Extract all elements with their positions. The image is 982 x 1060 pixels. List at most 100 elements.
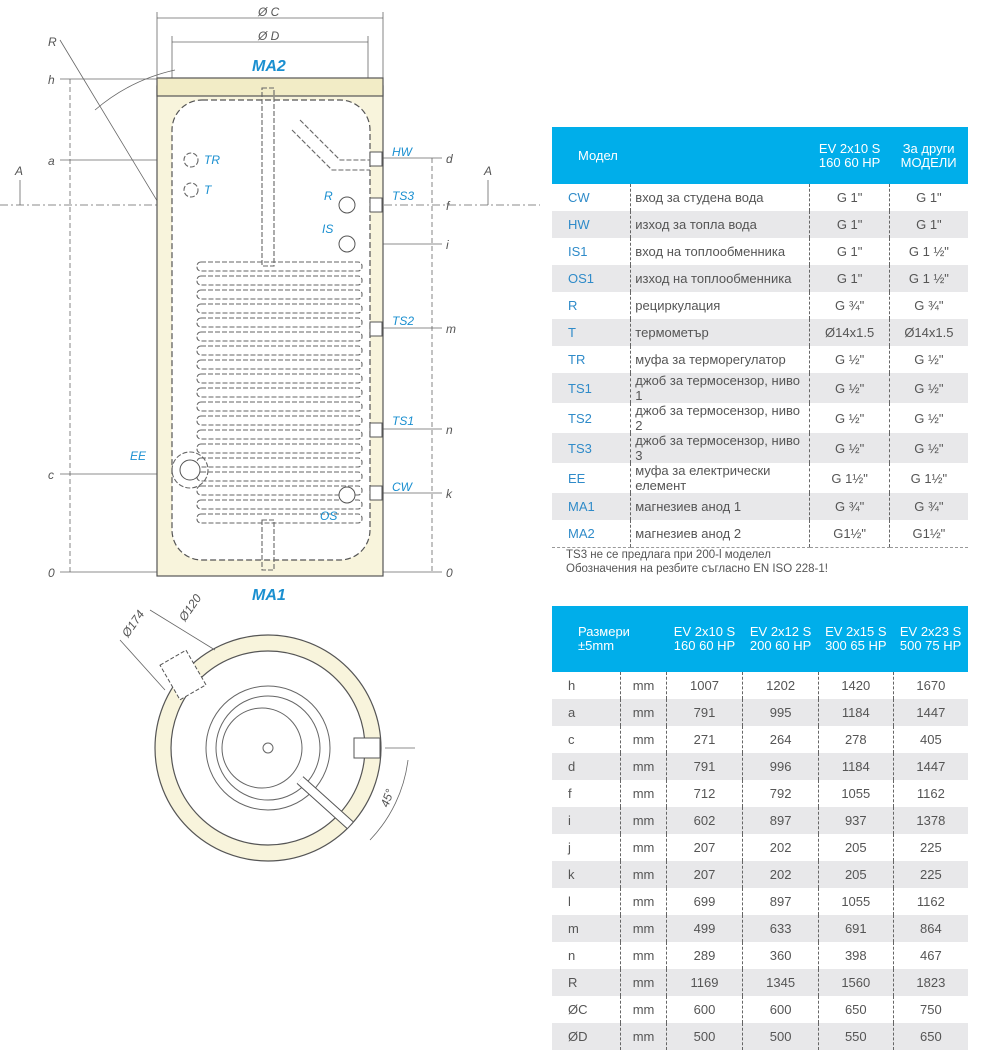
connection-code: TS2 (568, 410, 592, 426)
value-ev-2x23: 1447 (892, 753, 968, 780)
coil-turn (196, 387, 363, 398)
value-ev-2x12: 1345 (742, 969, 819, 996)
value-ev-2x10: 207 (665, 861, 743, 888)
value-ev-2x10: 791 (665, 753, 743, 780)
connection-code: HW (552, 211, 631, 238)
dimension-code: ØD (552, 1023, 621, 1050)
label-os: OS (320, 509, 337, 523)
value-ev-2x23: 750 (892, 996, 968, 1023)
value-other-models: G 1" (888, 211, 968, 238)
dimension-code: n (568, 948, 576, 963)
dimension-code: j (568, 840, 571, 855)
connection-code: T (552, 319, 631, 346)
value-ev-2x15: 398 (817, 942, 894, 969)
value-other-models: G ½" (888, 403, 968, 433)
dim-k: k (446, 487, 453, 501)
value-other-models: G ¾" (888, 292, 968, 319)
connection-description: джоб за термосензор, ниво 1 (630, 373, 810, 403)
coil-turn (196, 359, 363, 370)
dimension-code: c (568, 732, 575, 747)
coil-turn (196, 429, 363, 440)
dimension-code: h (568, 678, 576, 693)
value-ev-2x10: G ½" (809, 403, 890, 433)
coil-turn (196, 499, 363, 510)
value-ev-2x23: 650 (892, 1023, 968, 1050)
value-ev-2x10: 791 (665, 699, 743, 726)
dimension-code: R (552, 969, 621, 996)
value-ev-2x12: 202 (742, 834, 819, 861)
value-other-models: G 1½" (888, 463, 968, 493)
value-ev-2x15: 1184 (817, 753, 894, 780)
label-ma2: MA2 (252, 58, 286, 75)
connection-description: вход на топлообменника (630, 238, 810, 265)
label-ts3: TS3 (392, 189, 414, 203)
connection-code: MA1 (552, 493, 631, 520)
value-ev-2x15: 1560 (817, 969, 894, 996)
value-ev-2x15: 205 (817, 834, 894, 861)
tank-top-view: Ø174 Ø120 45° (118, 591, 415, 862)
dim-0-left: 0 (48, 566, 55, 580)
value-ev-2x15: 691 (817, 915, 894, 942)
unit: mm (620, 1023, 667, 1050)
dim-m: m (446, 322, 456, 336)
value-other-models: G ½" (888, 433, 968, 463)
value-other-models: G ½" (888, 346, 968, 373)
value-ev-2x23: 1162 (892, 888, 968, 915)
dim-a: a (48, 154, 55, 168)
label-ts1: TS1 (392, 414, 414, 428)
value-other-models: G ½" (888, 373, 968, 403)
unit: mm (620, 942, 667, 969)
value-ev-2x23: 405 (892, 726, 968, 753)
value-ev-2x10: G ¾" (809, 292, 890, 319)
value-ev-2x10: G 1" (809, 211, 890, 238)
coil-turn (196, 289, 363, 300)
connections-table: Модел EV 2x10 S 160 60 HP За други МОДЕЛ… (552, 127, 968, 548)
dimension-code: m (552, 915, 621, 942)
coil-turn (196, 303, 363, 314)
header-ev-2x12: EV 2x12 S 200 60 HP (742, 606, 819, 672)
value-ev-2x12: 500 (742, 1023, 819, 1050)
coil-turn (196, 331, 363, 342)
connection-description: вход за студена вода (630, 184, 810, 211)
value-other-models: G ¾" (888, 493, 968, 520)
header-ev-2x23: EV 2x23 S 500 75 HP (893, 606, 968, 672)
value-ev-2x12: 633 (742, 915, 819, 942)
header-other-models: За други МОДЕЛИ (889, 127, 968, 184)
dimension-code: k (552, 861, 621, 888)
notes: TS3 не се предлага при 200-l моделел Обо… (566, 548, 828, 576)
value-ev-2x12: 202 (742, 861, 819, 888)
value-ev-2x15: 1055 (817, 888, 894, 915)
value-ev-2x10: G ½" (809, 373, 890, 403)
value-ev-2x23: 1162 (892, 780, 968, 807)
connection-description: изход за топла вода (630, 211, 810, 238)
unit: mm (620, 753, 667, 780)
dim-n: n (446, 423, 453, 437)
value-other-models: G 1 ½" (888, 238, 968, 265)
value-ev-2x10: 602 (665, 807, 743, 834)
value-ev-2x10: 499 (665, 915, 743, 942)
value-ev-2x10: 271 (665, 726, 743, 753)
value-ev-2x10: 712 (665, 780, 743, 807)
value-ev-2x23: 1447 (892, 699, 968, 726)
connection-description: магнезиев анод 2 (630, 520, 810, 548)
dimension-code: i (552, 807, 621, 834)
dim-i: i (446, 238, 449, 252)
value-ev-2x10: 699 (665, 888, 743, 915)
value-ev-2x12: 1202 (742, 672, 819, 699)
value-ev-2x12: 600 (742, 996, 819, 1023)
value-ev-2x10: 207 (665, 834, 743, 861)
